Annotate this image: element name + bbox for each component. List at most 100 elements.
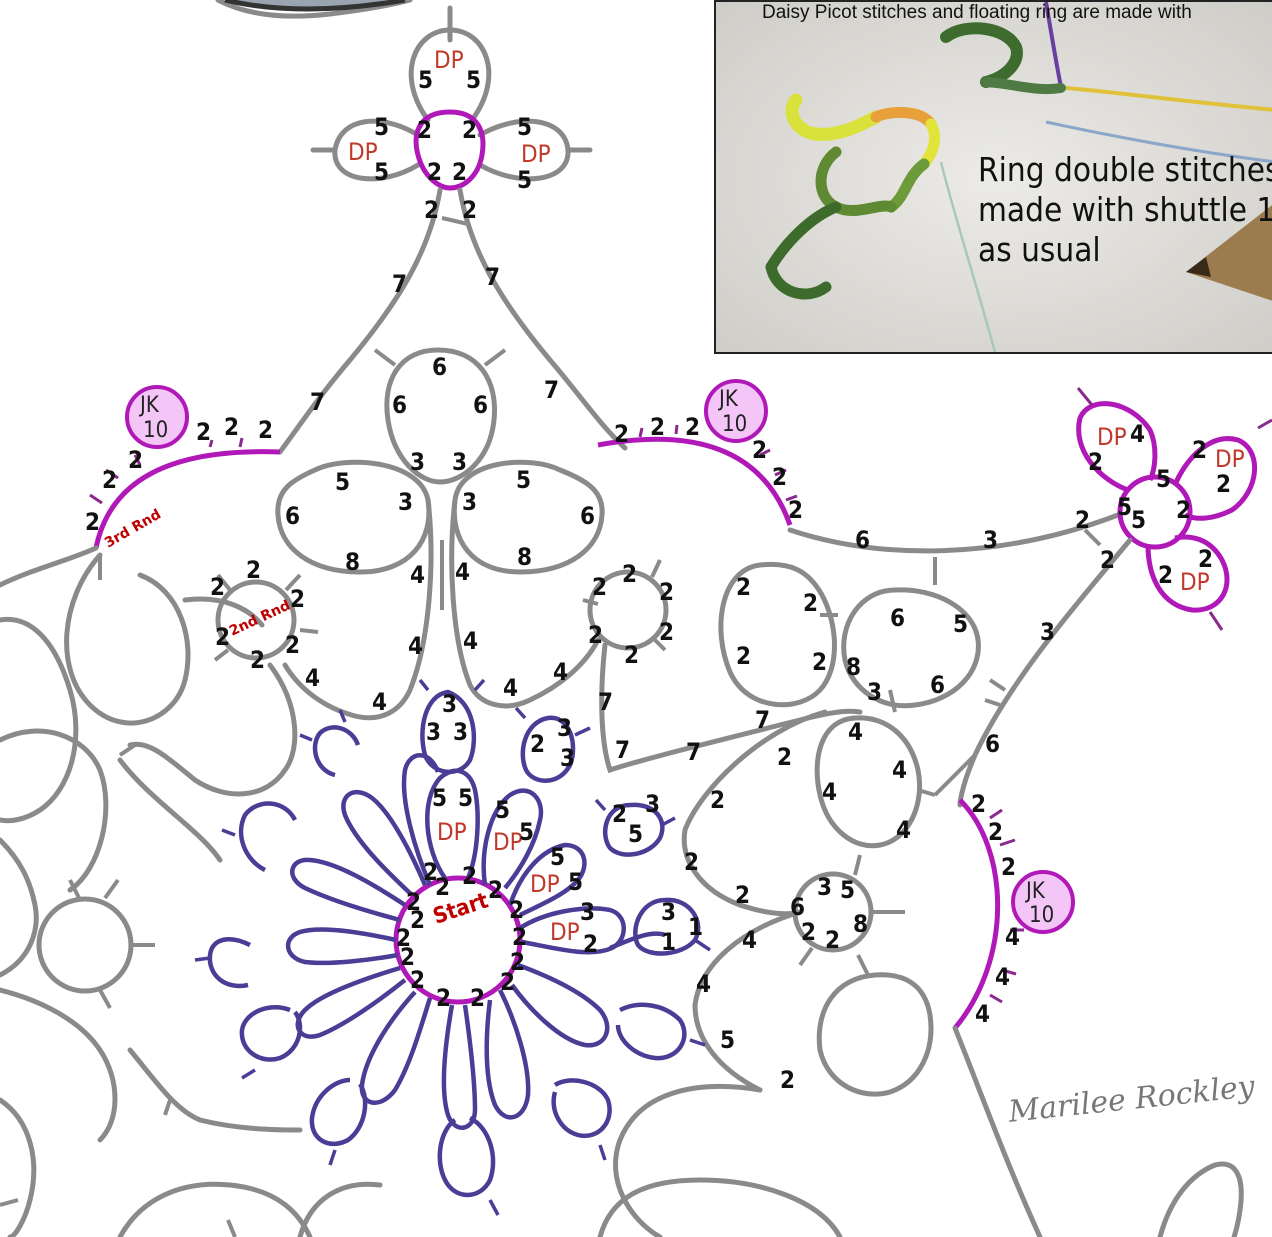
stitch-count: 8 [846,653,861,681]
top-daisy [280,8,625,452]
stitch-count: 4 [410,561,425,589]
stitch-count: 2 [752,436,767,464]
stitch-count: 3 [661,898,676,926]
stitch-count: 5 [1156,465,1171,493]
stitch-count: 2 [488,876,503,904]
stitch-count: 1 [688,913,703,941]
stitch-count: 2 [780,1066,795,1094]
stitch-count: 3 [426,718,441,746]
stitch-count: 2 [85,508,100,536]
photo-inset: Daisy Picot stitches and floating ring a… [714,0,1272,354]
photo-caption-line: as usual [978,230,1272,270]
stitch-count: 5 [519,818,534,846]
stitch-count: 2 [650,413,665,441]
stitch-count: 4 [305,664,320,692]
stitch-count: 4 [408,632,423,660]
stitch-count: 3 [645,790,660,818]
stitch-count: 4 [1130,420,1145,448]
stitch-count: 2 [1176,496,1191,524]
stitch-count: 4 [455,558,470,586]
stitch-count: 4 [503,674,518,702]
stitch-count: 2 [530,730,545,758]
stitch-count: 2 [1001,853,1016,881]
jk-count: 10 [722,412,747,437]
stitch-count: 2 [659,618,674,646]
stitch-count: 2 [427,158,442,186]
stitch-count: 3 [983,526,998,554]
stitch-count: 2 [825,926,840,954]
jk-right-lower: JK 10 [1013,872,1073,932]
stitch-count: 5 [628,820,643,848]
left-mid-ring [39,899,131,991]
stitch-count: 2 [736,642,751,670]
stitch-count: 4 [1005,923,1020,951]
leaf-right-long [452,500,598,706]
photo-caption-top: Daisy Picot stitches and floating ring a… [762,2,1192,24]
stitch-count: 2 [622,560,637,588]
stitch-count: 4 [372,688,387,716]
stitch-count: 7 [392,270,407,298]
stitch-count: 7 [544,376,559,404]
stitch-count: 3 [1040,618,1055,646]
stitch-count: 2 [659,578,674,606]
stitch-count: 2 [512,923,527,951]
dp-label: DP [521,140,551,168]
stitch-count: 5 [495,796,510,824]
stitch-count: 4 [463,627,478,655]
dp-label: DP [434,46,464,74]
stitch-count: 7 [485,263,500,291]
top-left-bowl [0,0,420,20]
stitch-count: 8 [853,910,868,938]
stitch-count: 5 [374,158,389,186]
stitch-count: 3 [867,678,882,706]
stitch-count: 5 [432,784,447,812]
stitch-count: 2 [710,786,725,814]
jk-right-upper: JK 10 [706,381,766,441]
stitch-count: 2 [462,862,477,890]
dp-label: DP [437,818,467,846]
stitch-count: 2 [258,416,273,444]
stitch-count: 6 [930,671,945,699]
stitch-count: 2 [685,413,700,441]
stitch-count: 2 [436,984,451,1012]
photo-caption-line: Ring double stitches are [978,150,1272,190]
stitch-count: 2 [128,446,143,474]
stitch-count: 2 [736,573,751,601]
stitch-count: 6 [392,391,407,419]
stitch-count: 2 [462,116,477,144]
dp-label: DP [1215,445,1245,473]
stitch-count: 2 [614,420,629,448]
dp-label: DP [1180,568,1210,596]
stitch-count: 8 [345,548,360,576]
stitch-count: 2 [812,648,827,676]
stitch-count: 2 [470,984,485,1012]
stitch-count: 3 [580,898,595,926]
stitch-count: 5 [418,66,433,94]
stitch-count: 2 [788,496,803,524]
stitch-count: 8 [517,543,532,571]
stitch-count: 5 [517,113,532,141]
stitch-count: 3 [462,488,477,516]
stitch-count: 2 [224,413,239,441]
stitch-count: 5 [458,784,473,812]
jk-label: JK [138,393,160,418]
stitch-count: 2 [462,196,477,224]
stitch-count: 2 [1075,506,1090,534]
stitch-count: 2 [971,790,986,818]
stitch-count: 4 [975,1000,990,1028]
stitch-count: 2 [102,466,117,494]
stitch-count: 5 [335,468,350,496]
stitch-count: 3 [560,744,575,772]
stitch-count: 2 [624,641,639,669]
stitch-count: 2 [988,818,1003,846]
stitch-count: 5 [953,610,968,638]
stitch-count: 5 [550,843,565,871]
stitch-count: 2 [583,930,598,958]
stitch-count: 2 [592,573,607,601]
stitch-count: 2 [500,968,515,996]
stitch-count: 5 [516,466,531,494]
ring-lower-right-small [819,975,931,1094]
jk-left: JK 10 [127,387,187,447]
stitch-count: 4 [742,926,757,954]
stitch-count: 2 [1100,546,1115,574]
